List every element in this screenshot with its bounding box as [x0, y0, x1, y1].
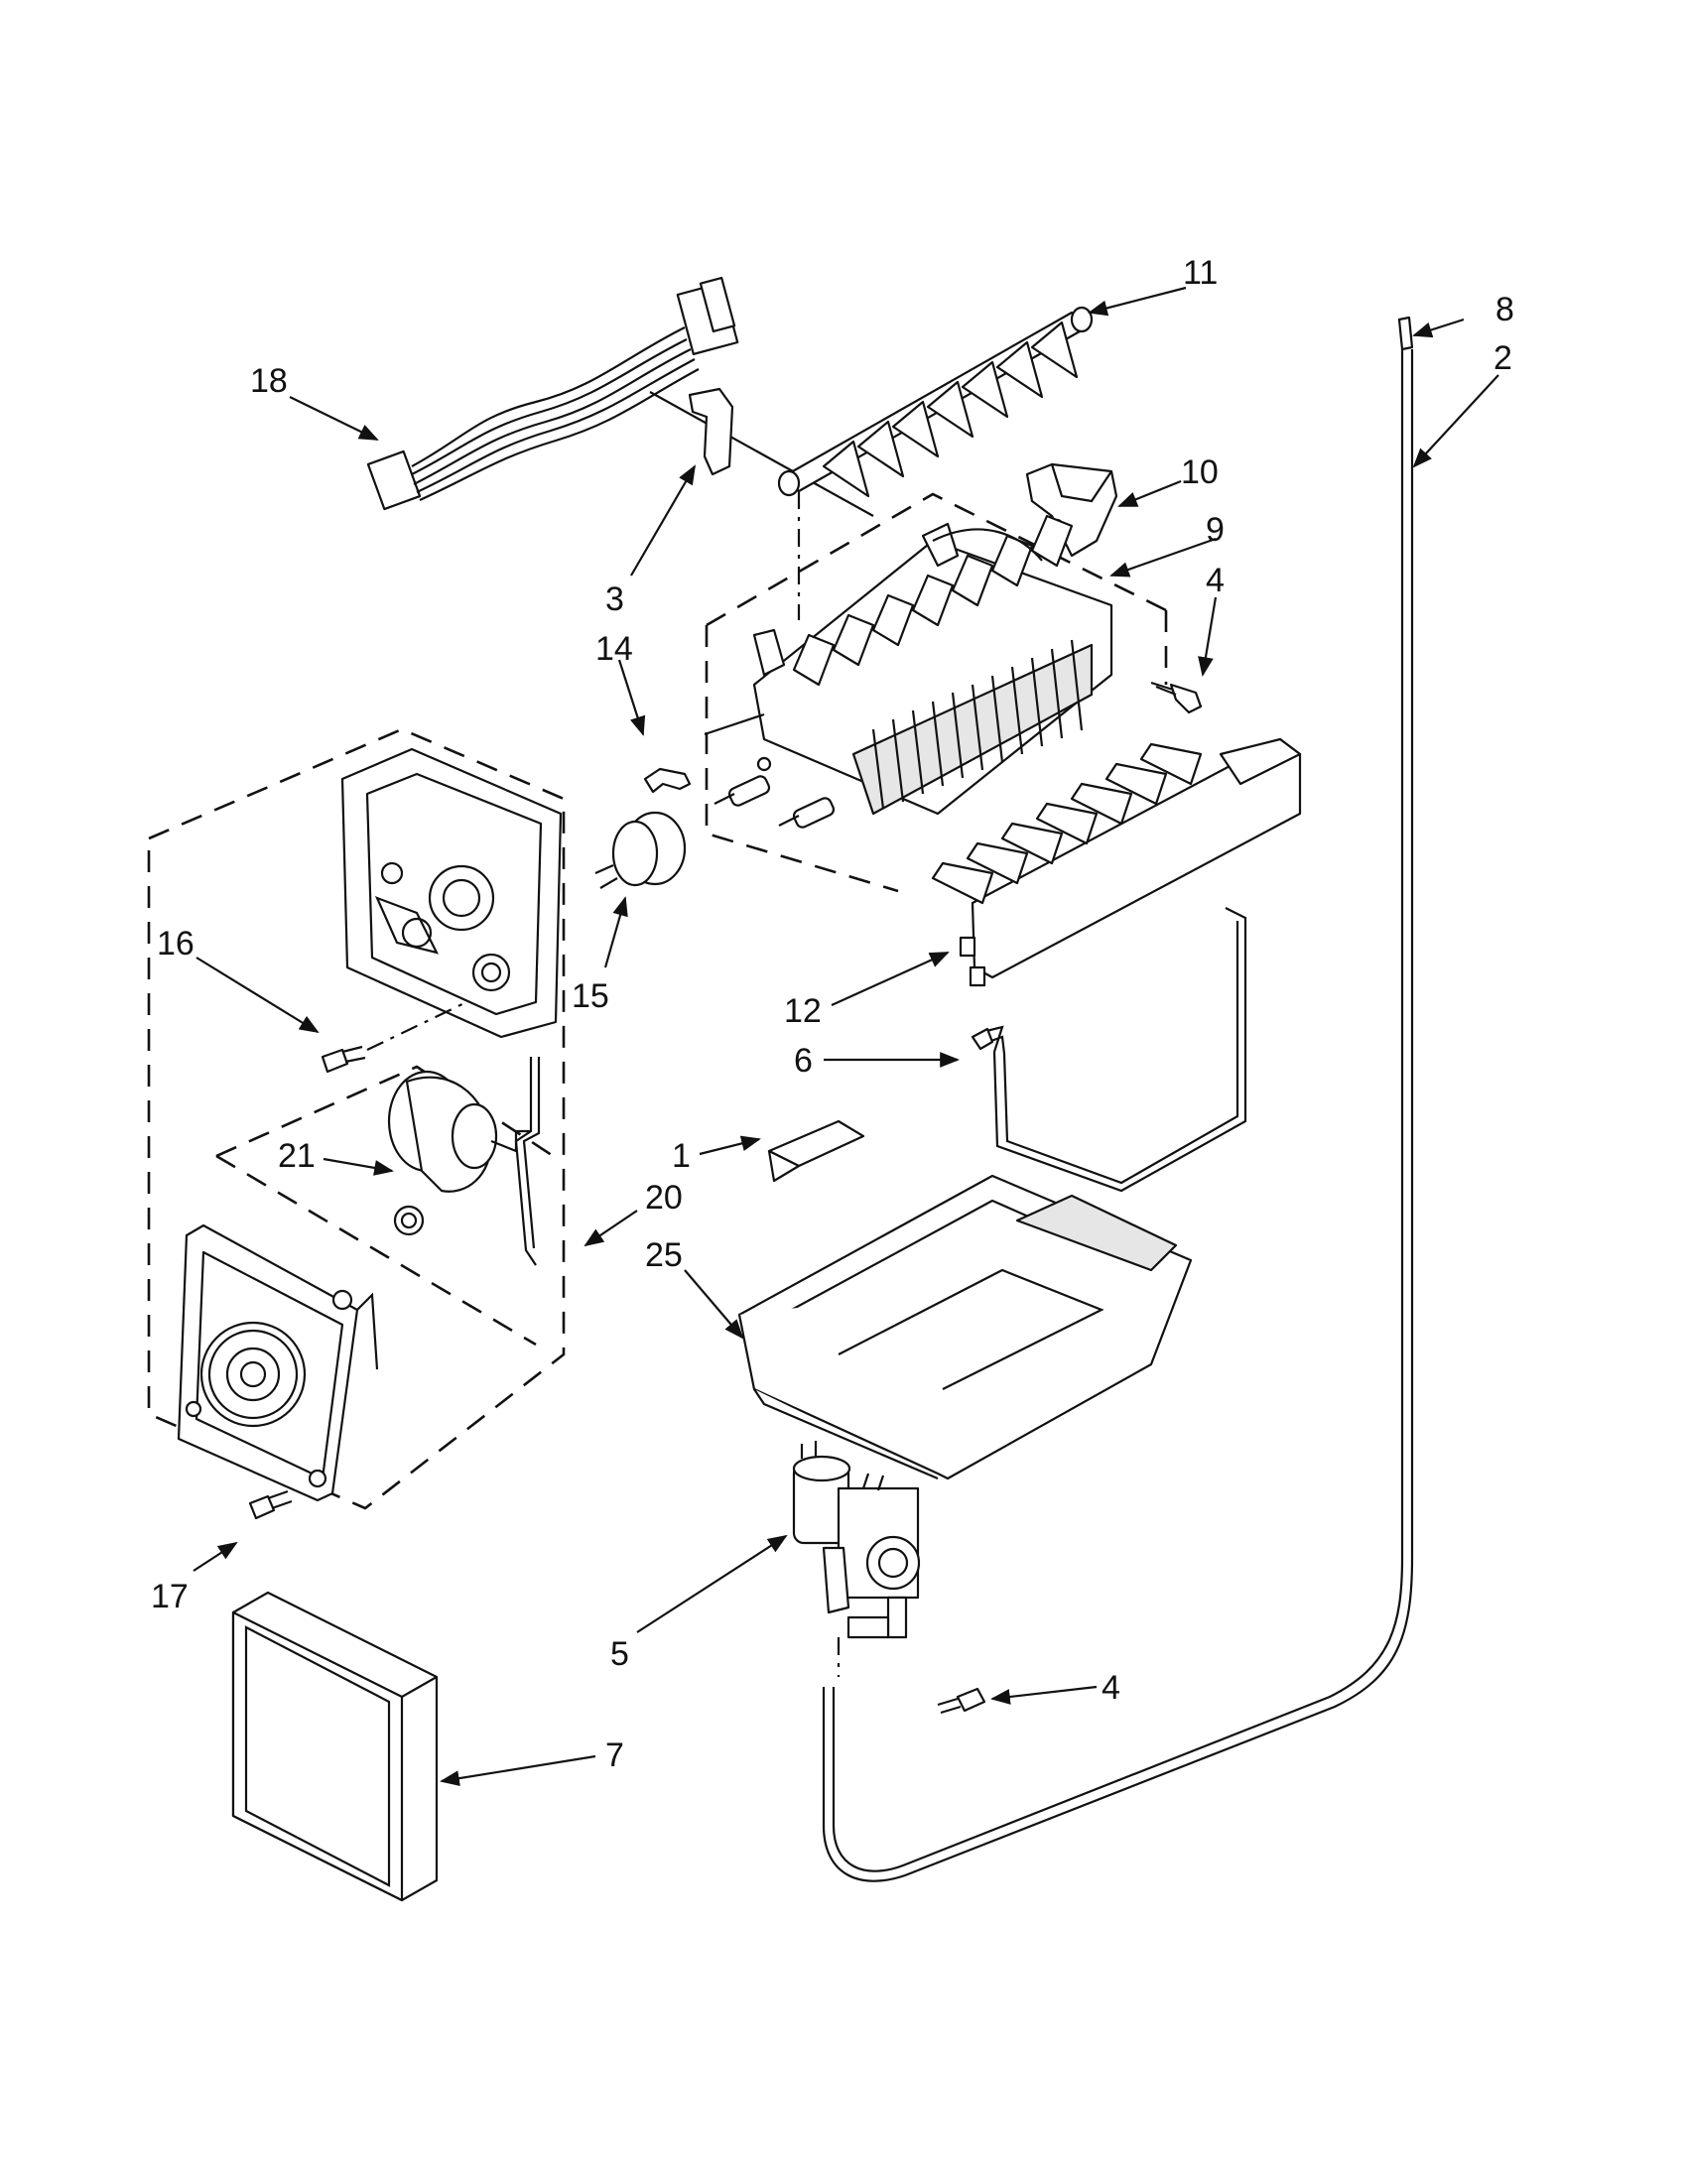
clip-part[interactable] — [688, 387, 734, 476]
ejector-part[interactable] — [777, 306, 1094, 620]
callout-2: 2 — [1493, 339, 1512, 377]
ice-stripper-part[interactable] — [931, 737, 1302, 987]
callout-4-lower: 4 — [1102, 1669, 1120, 1707]
callout-20: 20 — [645, 1179, 683, 1217]
callout-10: 10 — [1181, 453, 1219, 491]
callout-4-upper: 4 — [1206, 562, 1225, 599]
module-housing-part[interactable] — [340, 747, 563, 1039]
callout-25: 25 — [645, 1236, 683, 1274]
ice-bin-part[interactable] — [737, 1174, 1193, 1480]
wire-lead-part[interactable] — [514, 1057, 541, 1266]
screw-17-part[interactable] — [248, 1489, 293, 1520]
thermostat-clip-part[interactable] — [643, 767, 692, 794]
callout-1: 1 — [672, 1137, 691, 1175]
icemaker-mold-part[interactable] — [704, 514, 1113, 830]
callout-15: 15 — [572, 977, 609, 1015]
leader-lines — [193, 286, 1499, 1786]
filter-cover-part[interactable] — [231, 1591, 439, 1902]
callout-21: 21 — [278, 1137, 316, 1175]
motor-part[interactable] — [387, 1070, 531, 1236]
callout-labels: 11 8 2 18 10 9 4 3 14 16 15 12 6 1 21 20… — [151, 254, 1514, 1774]
callout-8: 8 — [1495, 291, 1514, 328]
shutoff-arm-part[interactable] — [971, 907, 1247, 1193]
screw-16-part[interactable] — [321, 1001, 467, 1074]
water-valve-part[interactable] — [792, 1441, 921, 1677]
callout-5: 5 — [610, 1635, 629, 1673]
callout-6: 6 — [794, 1042, 813, 1080]
icemaker-dashed-box — [705, 492, 1168, 893]
callout-16: 16 — [157, 925, 195, 963]
water-tube-part[interactable] — [822, 316, 1414, 1882]
callout-14: 14 — [595, 630, 633, 668]
thermostat-part[interactable] — [594, 811, 687, 889]
wire-harness-part[interactable] — [366, 276, 874, 517]
callout-11: 11 — [1183, 254, 1218, 292]
callout-12: 12 — [784, 992, 822, 1030]
screw-upper-part[interactable] — [1150, 681, 1203, 714]
screw-lower-part[interactable] — [937, 1687, 986, 1715]
callout-3: 3 — [605, 580, 624, 618]
callout-9: 9 — [1206, 511, 1225, 549]
bracket-part[interactable] — [767, 1119, 865, 1183]
module-cover-part[interactable] — [177, 1223, 379, 1502]
callout-18: 18 — [250, 362, 288, 400]
module-dashed-box — [147, 727, 566, 1510]
callout-7: 7 — [605, 1736, 624, 1774]
callout-17: 17 — [151, 1578, 189, 1615]
